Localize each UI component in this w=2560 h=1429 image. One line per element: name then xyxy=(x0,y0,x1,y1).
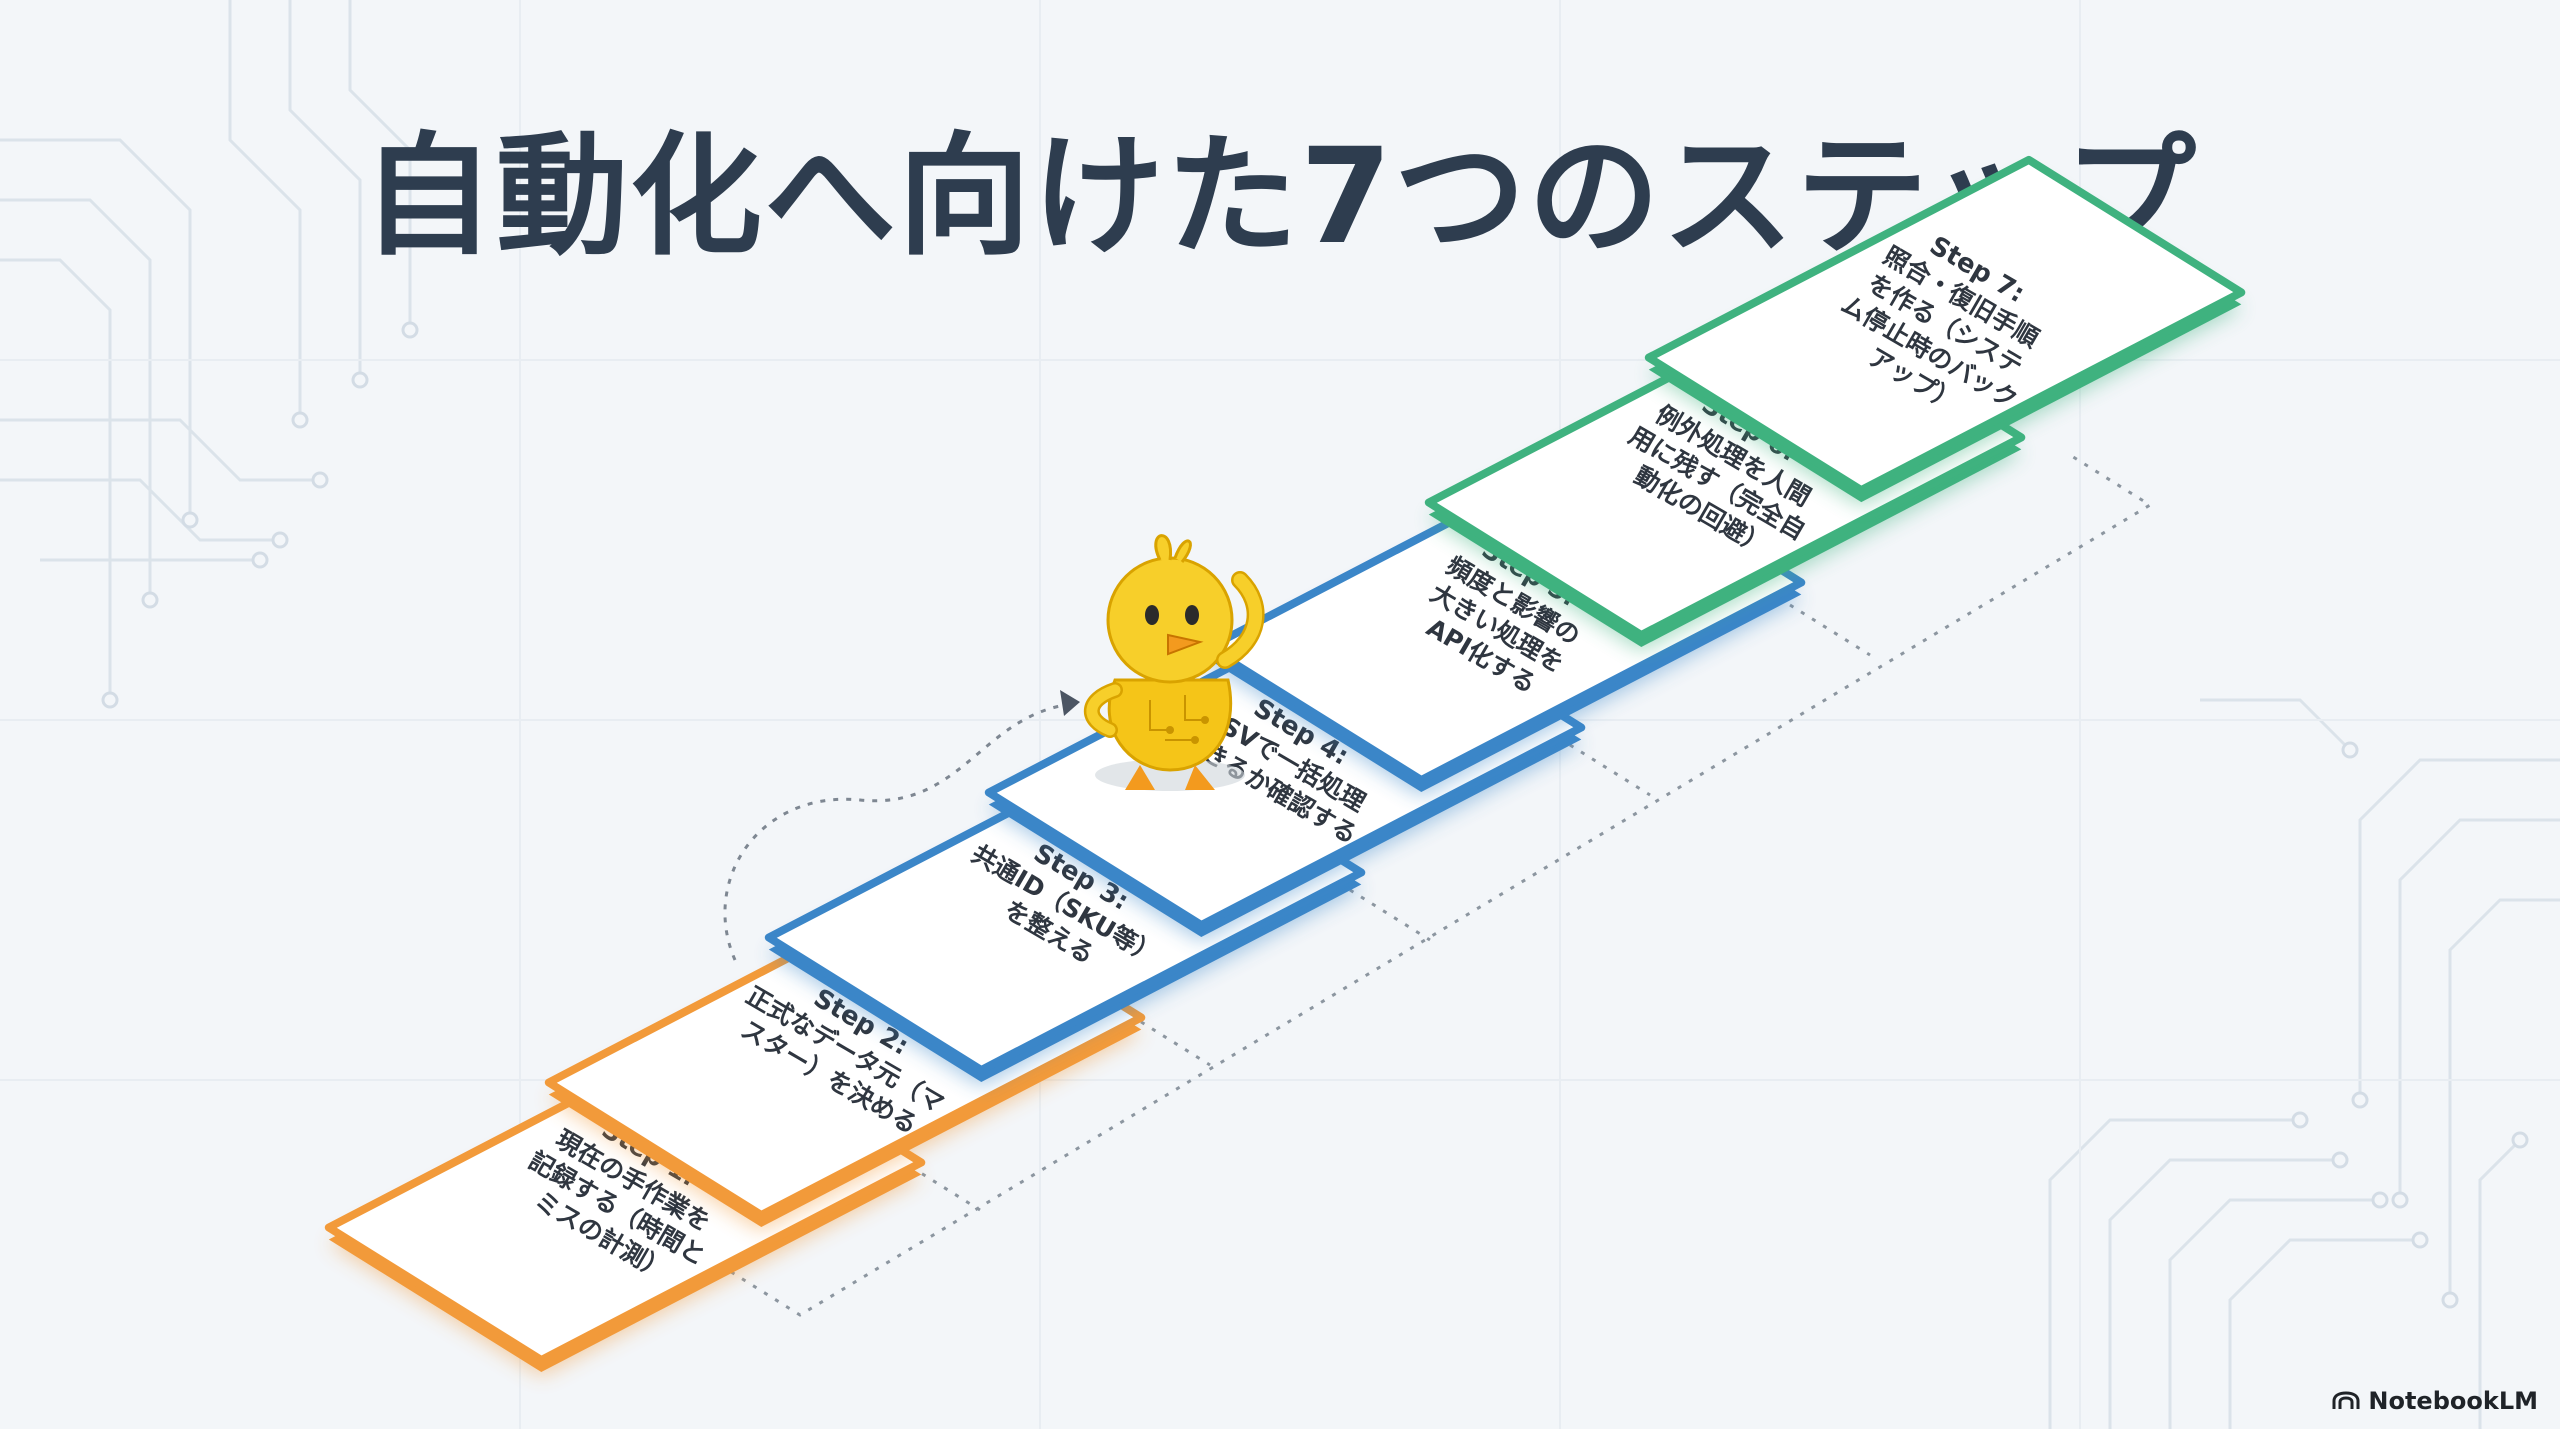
step-card-7: Step 7:照合・復旧手順を作る（システム停止時のバックアップ） xyxy=(1644,155,2246,507)
yellow-chick-robot-icon xyxy=(1083,534,1265,791)
arrowhead-icon xyxy=(1060,690,1080,716)
notebooklm-logo-icon xyxy=(2332,1391,2360,1409)
step-card-face xyxy=(1644,155,2246,495)
notebooklm-brand: NotebookLM xyxy=(2332,1387,2538,1415)
brand-label: NotebookLM xyxy=(2368,1387,2538,1415)
progress-arrow xyxy=(723,703,1066,961)
